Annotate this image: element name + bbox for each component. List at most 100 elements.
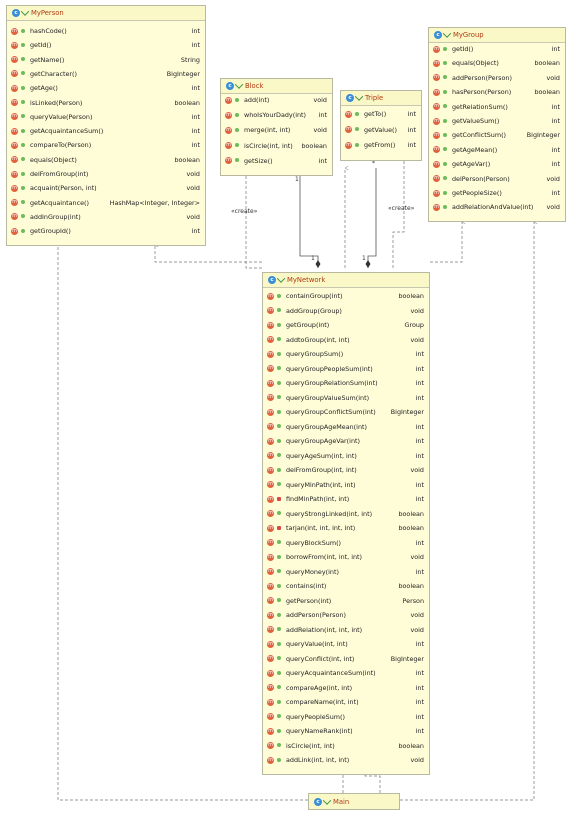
method-icon: m [267, 452, 274, 459]
public-visibility-icon [21, 71, 26, 76]
method-return-type: boolean [534, 88, 560, 97]
method-icon: m [267, 292, 274, 300]
public-visibility-icon [21, 200, 26, 205]
public-visibility-icon [277, 453, 282, 458]
method-name: getAcquaintanceSum() [30, 127, 104, 136]
method-icon: m [267, 321, 274, 329]
method-return-type: int [415, 437, 424, 445]
public-visibility-icon [443, 118, 448, 124]
public-visibility-icon [277, 685, 282, 690]
method-return-type: int [318, 111, 327, 120]
method-return-type: BigInteger [166, 69, 200, 78]
method-return-type: boolean [174, 155, 200, 164]
method-return-type: void [546, 73, 560, 82]
method-return-type: int [551, 117, 560, 125]
method-name: queryAgeSum(int, int) [286, 451, 357, 460]
method-name: queryPeopleSum() [286, 712, 345, 721]
method-return-type: void [313, 96, 327, 104]
method-icon: m [267, 655, 274, 662]
method-icon: m [11, 170, 18, 178]
class-icon: c [268, 276, 276, 284]
method-name: compareName(int, int) [286, 698, 359, 706]
method-name: queryStrongLinked(int, int) [286, 509, 373, 518]
method-return-type: int [415, 712, 424, 721]
